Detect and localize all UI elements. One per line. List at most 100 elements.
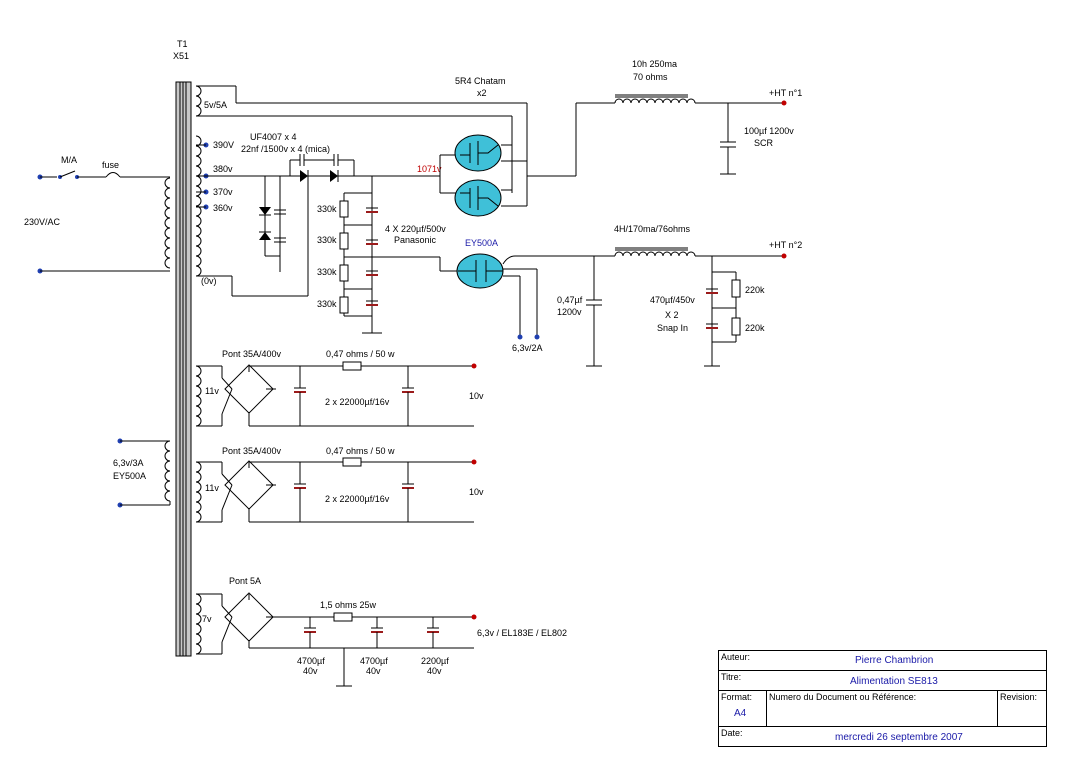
choke-1-resistance: 70 ohms (633, 72, 668, 82)
format-value: A4 (734, 708, 747, 719)
winding-360v-label: 360v (213, 203, 233, 213)
voltage-doubler: UF4007 x 4 22nf /1500v x 4 (mica) 1071v (241, 132, 442, 296)
choke-1 (614, 98, 696, 104)
bridge-6v3-label: Pont 5A (229, 576, 261, 586)
author-label: Auteur: (721, 652, 751, 662)
supply-10v-a: Pont 35A/400v 0,47 ohms / 50 w 2 x 22000… (195, 349, 484, 427)
winding-390v-label: 390V (213, 140, 234, 150)
transformer-type: X51 (173, 51, 189, 61)
resistor-1-5-label: 1,5 ohms 25w (320, 600, 377, 610)
author-cell: Auteur: Pierre Chambrion (718, 650, 1047, 671)
heater-winding-label: 6,3v/3A (113, 458, 144, 468)
resistor-220k-1-label: 220k (745, 285, 765, 295)
mains-input: M/A fuse 230V/AC (24, 155, 170, 274)
caps-220-label: 4 X 220µf/500v (385, 224, 446, 234)
date-label: Date: (721, 728, 743, 738)
primary-coil (164, 177, 171, 269)
winding-7v-label: 7v (202, 614, 212, 624)
winding-380v-label: 380v (213, 164, 233, 174)
cap-4700-2-value: 4700µf (360, 656, 388, 666)
cap-4700-1-value: 4700µf (297, 656, 325, 666)
winding-370v-label: 370v (213, 187, 233, 197)
ht1-label: +HT n°1 (769, 88, 802, 98)
fuse-label: fuse (102, 160, 119, 170)
output-6v3-label: 6,3v / EL183E / EL802 (477, 628, 567, 638)
cap-2200-value: 2200µf (421, 656, 449, 666)
diodes-caps-label: 22nf /1500v x 4 (mica) (241, 144, 330, 154)
supply-10v-b: Pont 35A/400v 0,47 ohms / 50 w 2 x 22000… (195, 446, 484, 523)
resistor-047-a (342, 361, 362, 371)
bridge-10v-b (224, 460, 274, 510)
diodes-label: UF4007 x 4 (250, 132, 297, 142)
format-label: Format: (721, 692, 753, 702)
choke-2-label: 4H/170ma/76ohms (614, 224, 691, 234)
bridge-10v-a (224, 364, 274, 414)
transformer-t1: T1 X51 (173, 39, 192, 657)
resistor-220k-2-label: 220k (745, 323, 765, 333)
resistor-330k-2 (339, 232, 349, 250)
ey500a-heater-winding: 6,3v/3A EY500A (113, 438, 171, 508)
winding-11v-a-label: 11v (205, 386, 219, 396)
winding-11v-b-label: 11v (205, 483, 219, 493)
doc-ref-cell: Numero du Document ou Référence: (766, 690, 998, 727)
cap-4700-2-voltage: 40v (366, 666, 381, 676)
output-10v-a-label: 10v (469, 391, 484, 401)
title-block: Auteur: Pierre Chambrion Titre: Alimenta… (718, 650, 1047, 747)
diode-lower-2 (259, 232, 271, 240)
rectifier-5r4-group: 5R4 Chatam x2 (439, 76, 576, 217)
date-cell: Date: mercredi 26 septembre 2007 (718, 726, 1047, 747)
choke-2 (614, 251, 696, 257)
resistor-220k-1 (731, 279, 741, 298)
supply-6v3: Pont 5A 1,5 ohms 25w 7v 6,3v / EL183E / … (195, 576, 567, 687)
format-cell: Format: A4 (718, 690, 767, 727)
cap-4700-1-voltage: 40v (303, 666, 318, 676)
diode-lower-1 (259, 207, 271, 215)
resistor-220k-2 (731, 317, 741, 336)
fuse-symbol (105, 172, 121, 178)
resistor-047-a-label: 0,47 ohms / 50 w (326, 349, 395, 359)
ey500a-label: EY500A (465, 238, 498, 248)
hv-voltage-label: 1071v (417, 164, 442, 174)
hv-winding-taps: 5v/5A 390V 380v 370v 360v (0v) (196, 85, 528, 297)
cap-470-value: 470µf/450v (650, 295, 695, 305)
resistor-330k-3-label: 330k (317, 267, 337, 277)
transformer-name: T1 (177, 39, 188, 49)
bridge-10v-a-label: Pont 35A/400v (222, 349, 282, 359)
date-value: mercredi 26 septembre 2007 (835, 732, 963, 743)
ht2-label: +HT n°2 (769, 240, 802, 250)
cap-scr-value: 100µf 1200v (744, 126, 794, 136)
cap-047-value: 0,47µf (557, 295, 583, 305)
resistor-1-5 (333, 612, 353, 622)
caps-10v-b-label: 2 x 22000µf/16v (325, 494, 390, 504)
doc-ref-label: Numero du Document ou Référence: (769, 692, 917, 702)
winding-5v-label: 5v/5A (204, 100, 227, 110)
output-10v-b-label: 10v (469, 487, 484, 497)
heater-winding-tube: EY500A (113, 471, 146, 481)
bridge-6v3 (224, 592, 274, 642)
choke-1-label: 10h 250ma (632, 59, 677, 69)
rectifier-5r4-qty: x2 (477, 88, 487, 98)
title-cell: Titre: Alimentation SE813 (718, 670, 1047, 691)
resistor-330k-4 (339, 296, 349, 314)
title-label: Titre: (721, 672, 742, 682)
title-value: Alimentation SE813 (850, 676, 938, 687)
resistor-047-b (342, 457, 362, 467)
cap-470-qty: X 2 (665, 310, 679, 320)
resistor-330k-1 (339, 200, 349, 218)
cap-scr-type: SCR (754, 138, 774, 148)
ey500a-heater-label: 6,3v/2A (512, 343, 543, 353)
balancing-ladder: 330k 330k 330k 330k 4 X 220µf/500v Panas… (317, 176, 458, 334)
mains-voltage-label: 230V/AC (24, 217, 61, 227)
rectifier-5r4-label: 5R4 Chatam (455, 76, 506, 86)
ht1-filter: 10h 250ma 70 ohms +HT n°1 100µf 1200v SC… (575, 59, 802, 176)
resistor-047-b-label: 0,47 ohms / 50 w (326, 446, 395, 456)
revision-cell: Revision: (997, 690, 1047, 727)
author-value: Pierre Chambrion (855, 655, 934, 666)
resistor-330k-4-label: 330k (317, 299, 337, 309)
resistor-330k-1-label: 330k (317, 204, 337, 214)
hv-secondary-coil (195, 85, 202, 277)
winding-0v-label: (0v) (201, 276, 217, 286)
revision-label: Revision: (1000, 692, 1038, 702)
caps-10v-a-label: 2 x 22000µf/16v (325, 397, 390, 407)
